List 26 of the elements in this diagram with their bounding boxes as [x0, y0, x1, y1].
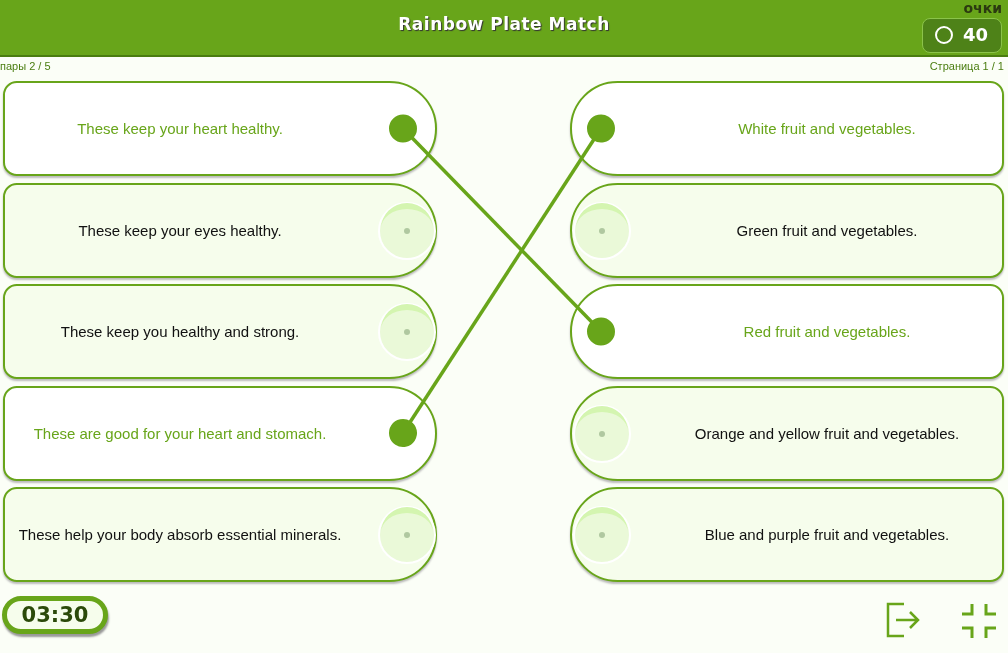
- card-text: Blue and purple fruit and vegetables.: [703, 525, 951, 545]
- card-text: These are good for your heart and stomach.: [32, 423, 328, 444]
- card-text: Red fruit and vegetables.: [742, 322, 912, 342]
- answer-card: [570, 487, 1004, 582]
- card-text: These help your body absorb essential minerals.: [17, 525, 343, 545]
- answer-card: [3, 487, 437, 582]
- answer-card: [3, 182, 437, 278]
- card-text: These keep you healthy and strong.: [59, 322, 301, 342]
- card-text: Orange and yellow fruit and vegetables.: [693, 423, 961, 444]
- score-value: 40: [963, 24, 989, 45]
- card-text: Green fruit and vegetables.: [735, 220, 919, 241]
- answer-card: [3, 385, 437, 481]
- answer-card: [3, 81, 437, 176]
- answer-card: [570, 81, 1004, 176]
- connector-line: [389, 114, 615, 346]
- answer-card: [3, 284, 437, 379]
- card-text: These keep your heart healthy.: [76, 119, 284, 139]
- score-caption: очки: [963, 0, 1002, 16]
- answer-card: [570, 182, 1004, 278]
- card-text: White fruit and vegetables.: [737, 119, 917, 139]
- connector-line: [389, 114, 615, 447]
- card-text: These keep your eyes healthy.: [77, 220, 283, 241]
- answer-card: [570, 284, 1004, 379]
- timer: 03:30: [2, 596, 108, 634]
- answer-card: [570, 385, 1004, 481]
- title: Rainbow Plate Match: [397, 14, 611, 34]
